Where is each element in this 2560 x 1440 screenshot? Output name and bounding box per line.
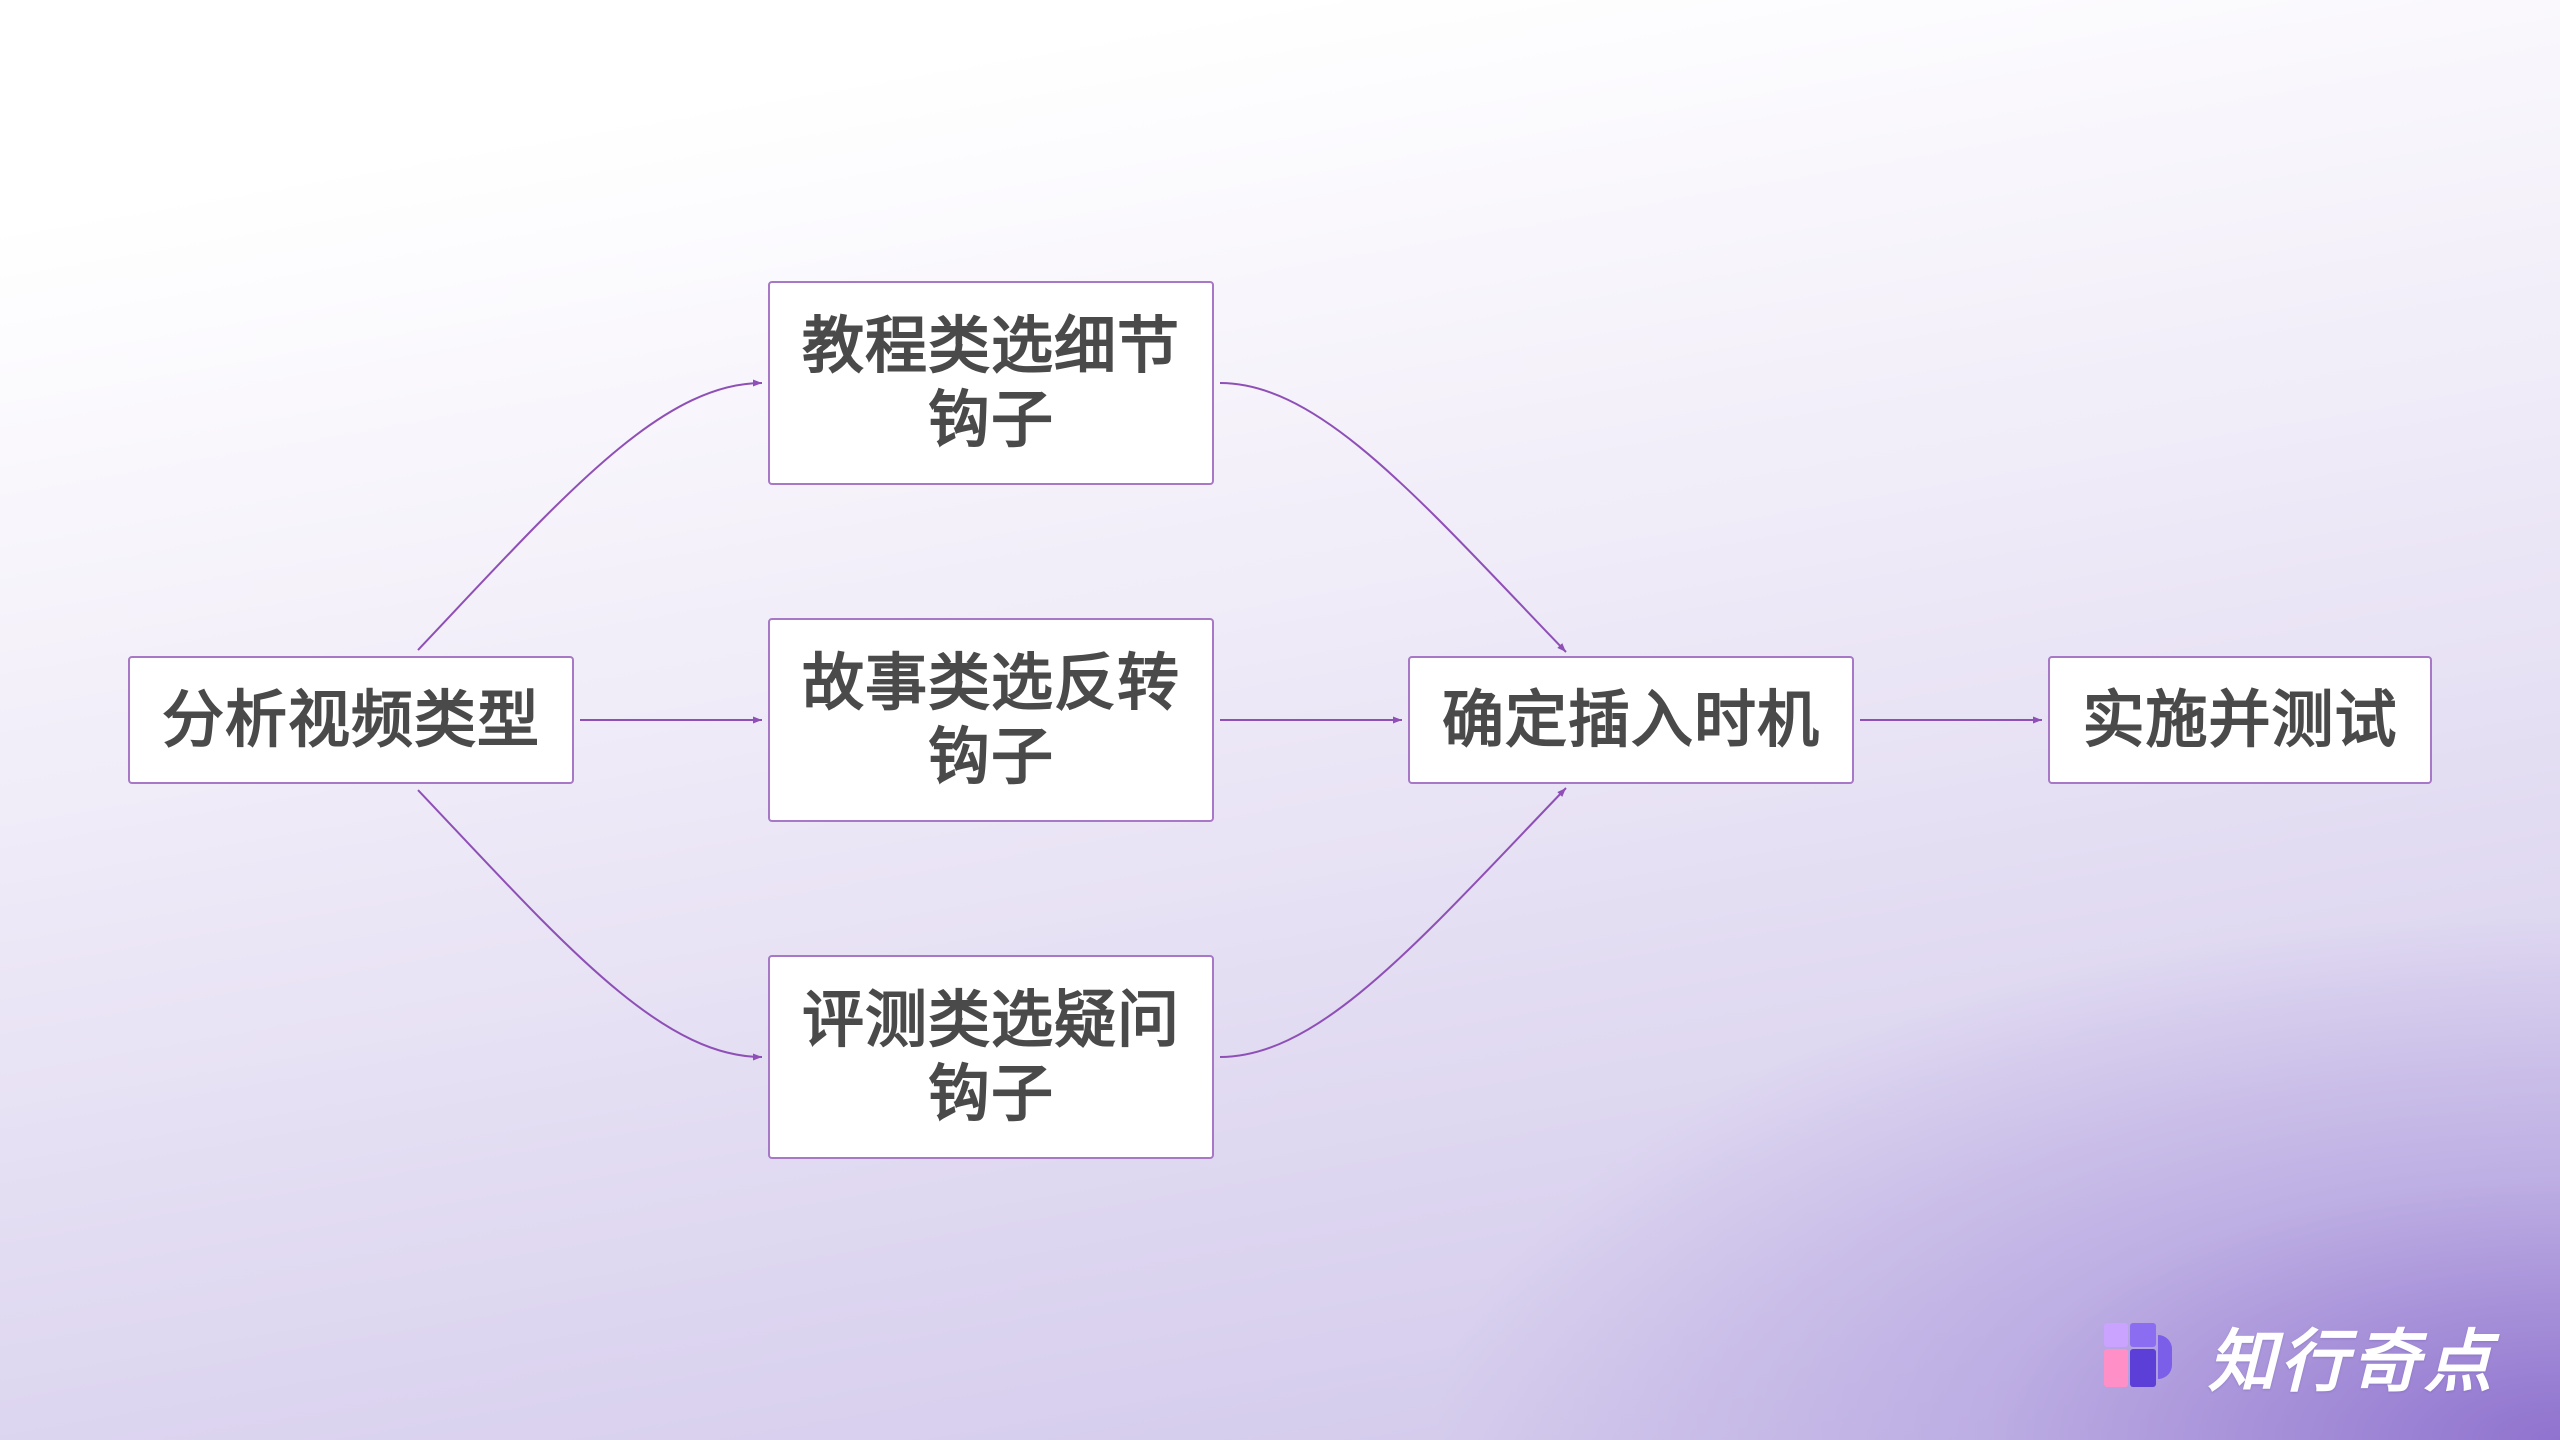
node-tutorial-detail-hook: 教程类选细节 钩子 <box>768 281 1214 485</box>
node-review-label-line2: 钩子 <box>927 1057 1054 1130</box>
node-tutorial-label-line2: 钩子 <box>927 383 1054 456</box>
edge-review-to-timing <box>1219 787 1567 1058</box>
node-review-question-hook: 评测类选疑问 钩子 <box>768 955 1214 1159</box>
node-story-label-line2: 钩子 <box>927 720 1054 793</box>
node-determine-timing: 确定插入时机 <box>1408 656 1854 784</box>
node-analyze-video-type: 分析视频类型 <box>128 656 574 784</box>
edge-analyze-to-tutorial <box>417 379 763 651</box>
node-story-label-line1: 故事类选反转 <box>801 646 1180 719</box>
node-tutorial-label-line1: 教程类选细节 <box>801 309 1180 382</box>
node-review-label-line1: 评测类选疑问 <box>801 983 1180 1056</box>
node-story-twist-hook: 故事类选反转 钩子 <box>768 618 1214 822</box>
brand-logo: 知行奇点 <box>2100 1310 2496 1402</box>
brand-name: 知行奇点 <box>2208 1322 2497 1402</box>
edge-analyze-to-review <box>417 789 763 1061</box>
node-analyze-label: 分析视频类型 <box>161 683 540 756</box>
edge-tutorial-to-timing <box>1219 382 1567 653</box>
node-timing-label: 确定插入时机 <box>1441 683 1820 756</box>
brand-logo-icon <box>2100 1317 2176 1393</box>
node-implement-and-test: 实施并测试 <box>2048 656 2432 784</box>
node-implement-label: 实施并测试 <box>2082 683 2398 756</box>
